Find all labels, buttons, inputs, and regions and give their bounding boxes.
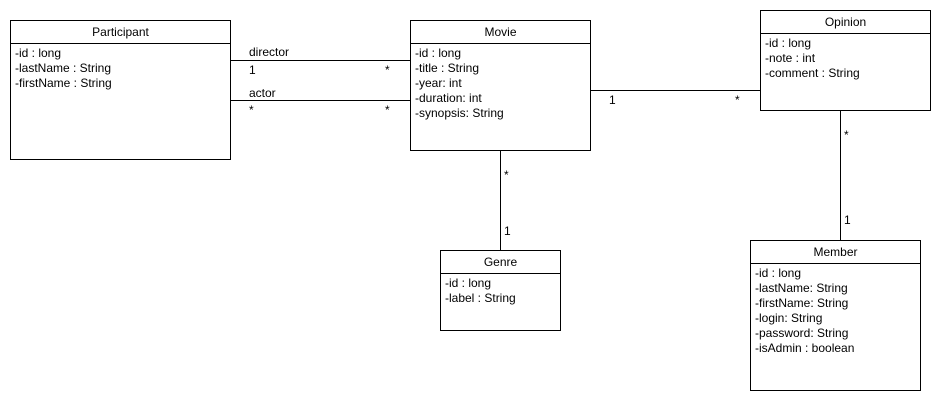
director-movie-multiplicity: *	[385, 63, 390, 77]
participant-attribute: -lastName : String	[15, 61, 112, 75]
member-class-name: Member	[751, 241, 920, 264]
movie-class[interactable]: Movie -id : long -title : String -year: …	[410, 20, 591, 151]
opinion-member-opinion-multiplicity: *	[844, 128, 849, 142]
opinion-class[interactable]: Opinion -id : long -note : int -comment …	[760, 10, 931, 111]
member-attributes: -id : long -lastName: String -firstName:…	[751, 264, 920, 356]
director-role-label: director	[249, 45, 290, 59]
participant-attributes: -id : long -lastName : String -firstName…	[11, 44, 230, 91]
movie-class-name: Movie	[411, 21, 590, 44]
opinion-attributes: -id : long -note : int -comment : String	[761, 34, 930, 81]
participant-class-name: Participant	[11, 21, 230, 44]
participant-class[interactable]: Participant -id : long -lastName : Strin…	[10, 20, 231, 160]
participant-attribute: -firstName : String	[15, 76, 112, 90]
genre-attribute: -label : String	[445, 291, 516, 305]
movie-attribute: -id : long	[415, 46, 462, 60]
movie-genre-genre-multiplicity: 1	[504, 224, 511, 238]
genre-attributes: -id : long -label : String	[441, 274, 560, 306]
movie-opinion-opinion-multiplicity: *	[735, 93, 740, 107]
member-attribute: -lastName: String	[755, 281, 848, 295]
genre-attribute: -id : long	[445, 276, 492, 290]
member-attribute: -password: String	[755, 326, 849, 340]
opinion-member-member-multiplicity: 1	[844, 213, 851, 227]
opinion-class-name: Opinion	[761, 11, 930, 34]
movie-attribute: -duration: int	[415, 91, 482, 105]
genre-class-name: Genre	[441, 251, 560, 274]
opinion-attribute: -comment : String	[765, 66, 860, 80]
movie-attributes: -id : long -title : String -year: int -d…	[411, 44, 590, 121]
movie-genre-movie-multiplicity: *	[504, 168, 509, 182]
director-participant-multiplicity: 1	[249, 63, 256, 77]
participant-attribute: -id : long	[15, 46, 62, 60]
member-attribute: -login: String	[755, 311, 823, 325]
movie-opinion-movie-multiplicity: 1	[609, 93, 616, 107]
genre-class[interactable]: Genre -id : long -label : String	[440, 250, 561, 331]
actor-movie-multiplicity: *	[385, 103, 390, 117]
actor-role-label: actor	[249, 86, 276, 100]
actor-participant-multiplicity: *	[249, 103, 254, 117]
member-attribute: -firstName: String	[755, 296, 849, 310]
movie-attribute: -synopsis: String	[415, 106, 504, 120]
movie-attribute: -title : String	[415, 61, 480, 75]
member-class[interactable]: Member -id : long -lastName: String -fir…	[750, 240, 921, 391]
member-attribute: -isAdmin : boolean	[755, 341, 855, 355]
opinion-attribute: -id : long	[765, 36, 812, 50]
opinion-attribute: -note : int	[765, 51, 816, 65]
member-attribute: -id : long	[755, 266, 802, 280]
movie-attribute: -year: int	[415, 76, 462, 90]
